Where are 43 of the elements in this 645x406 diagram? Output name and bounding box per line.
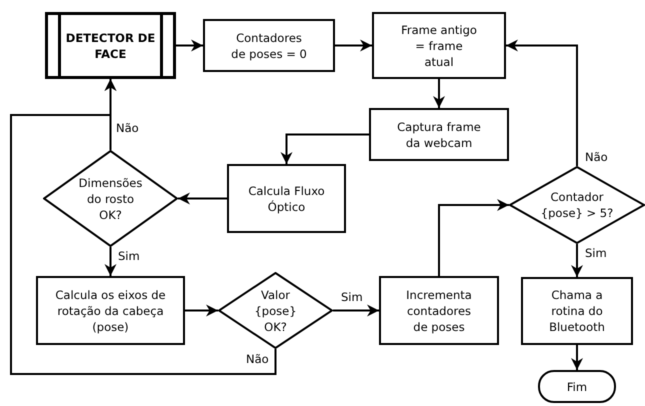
arrow [335,40,372,52]
edge-label: Sim [584,246,608,260]
arrow [571,244,583,277]
node-text: Contadores de poses = 0 [230,30,308,62]
edge-label: Sim [340,290,364,304]
arrow [571,345,583,370]
node-text: Fim [566,378,588,394]
arrow [176,40,203,52]
arrow [178,192,227,204]
arrow [333,304,379,316]
node-text: DETECTOR DE FACE [66,30,156,62]
node-text: Calcula os eixos de rotação da cabeça (pose) [54,286,167,334]
node-text: Captura frame da webcam [396,118,482,150]
decision-diamond [509,166,645,244]
arrow [438,199,509,276]
decision-diamond [218,272,333,349]
process-box [521,277,633,345]
arrow [10,79,276,375]
arrow [280,134,369,164]
arrow [185,304,218,316]
node-text: Contador {pose} > 5? [540,189,614,221]
subroutine-box [45,12,176,79]
arrow [506,40,578,166]
node-text: Dimensões do rosto OK? [78,174,144,222]
edge-label: Não [115,121,140,135]
node-text: Frame antigo = frame atual [400,22,478,70]
edge-label: Sim [117,249,141,263]
arrow [104,247,116,276]
node-text: Valor {pose} OK? [253,286,298,334]
process-box [379,276,499,345]
terminator-box [538,370,616,403]
process-box [203,19,335,72]
edge-label: Não [584,150,609,164]
decision-diamond [43,150,178,247]
process-box [372,12,506,79]
node-text: Calcula Fluxo Óptico [247,182,326,214]
process-box [369,108,509,161]
edge-label: Não [245,352,270,366]
node-text: Incrementa contadores de poses [405,286,473,334]
node-text: Chama a rotina do Bluetooth [548,287,606,335]
arrow [433,79,445,108]
process-box [227,164,346,233]
process-box [36,276,185,345]
